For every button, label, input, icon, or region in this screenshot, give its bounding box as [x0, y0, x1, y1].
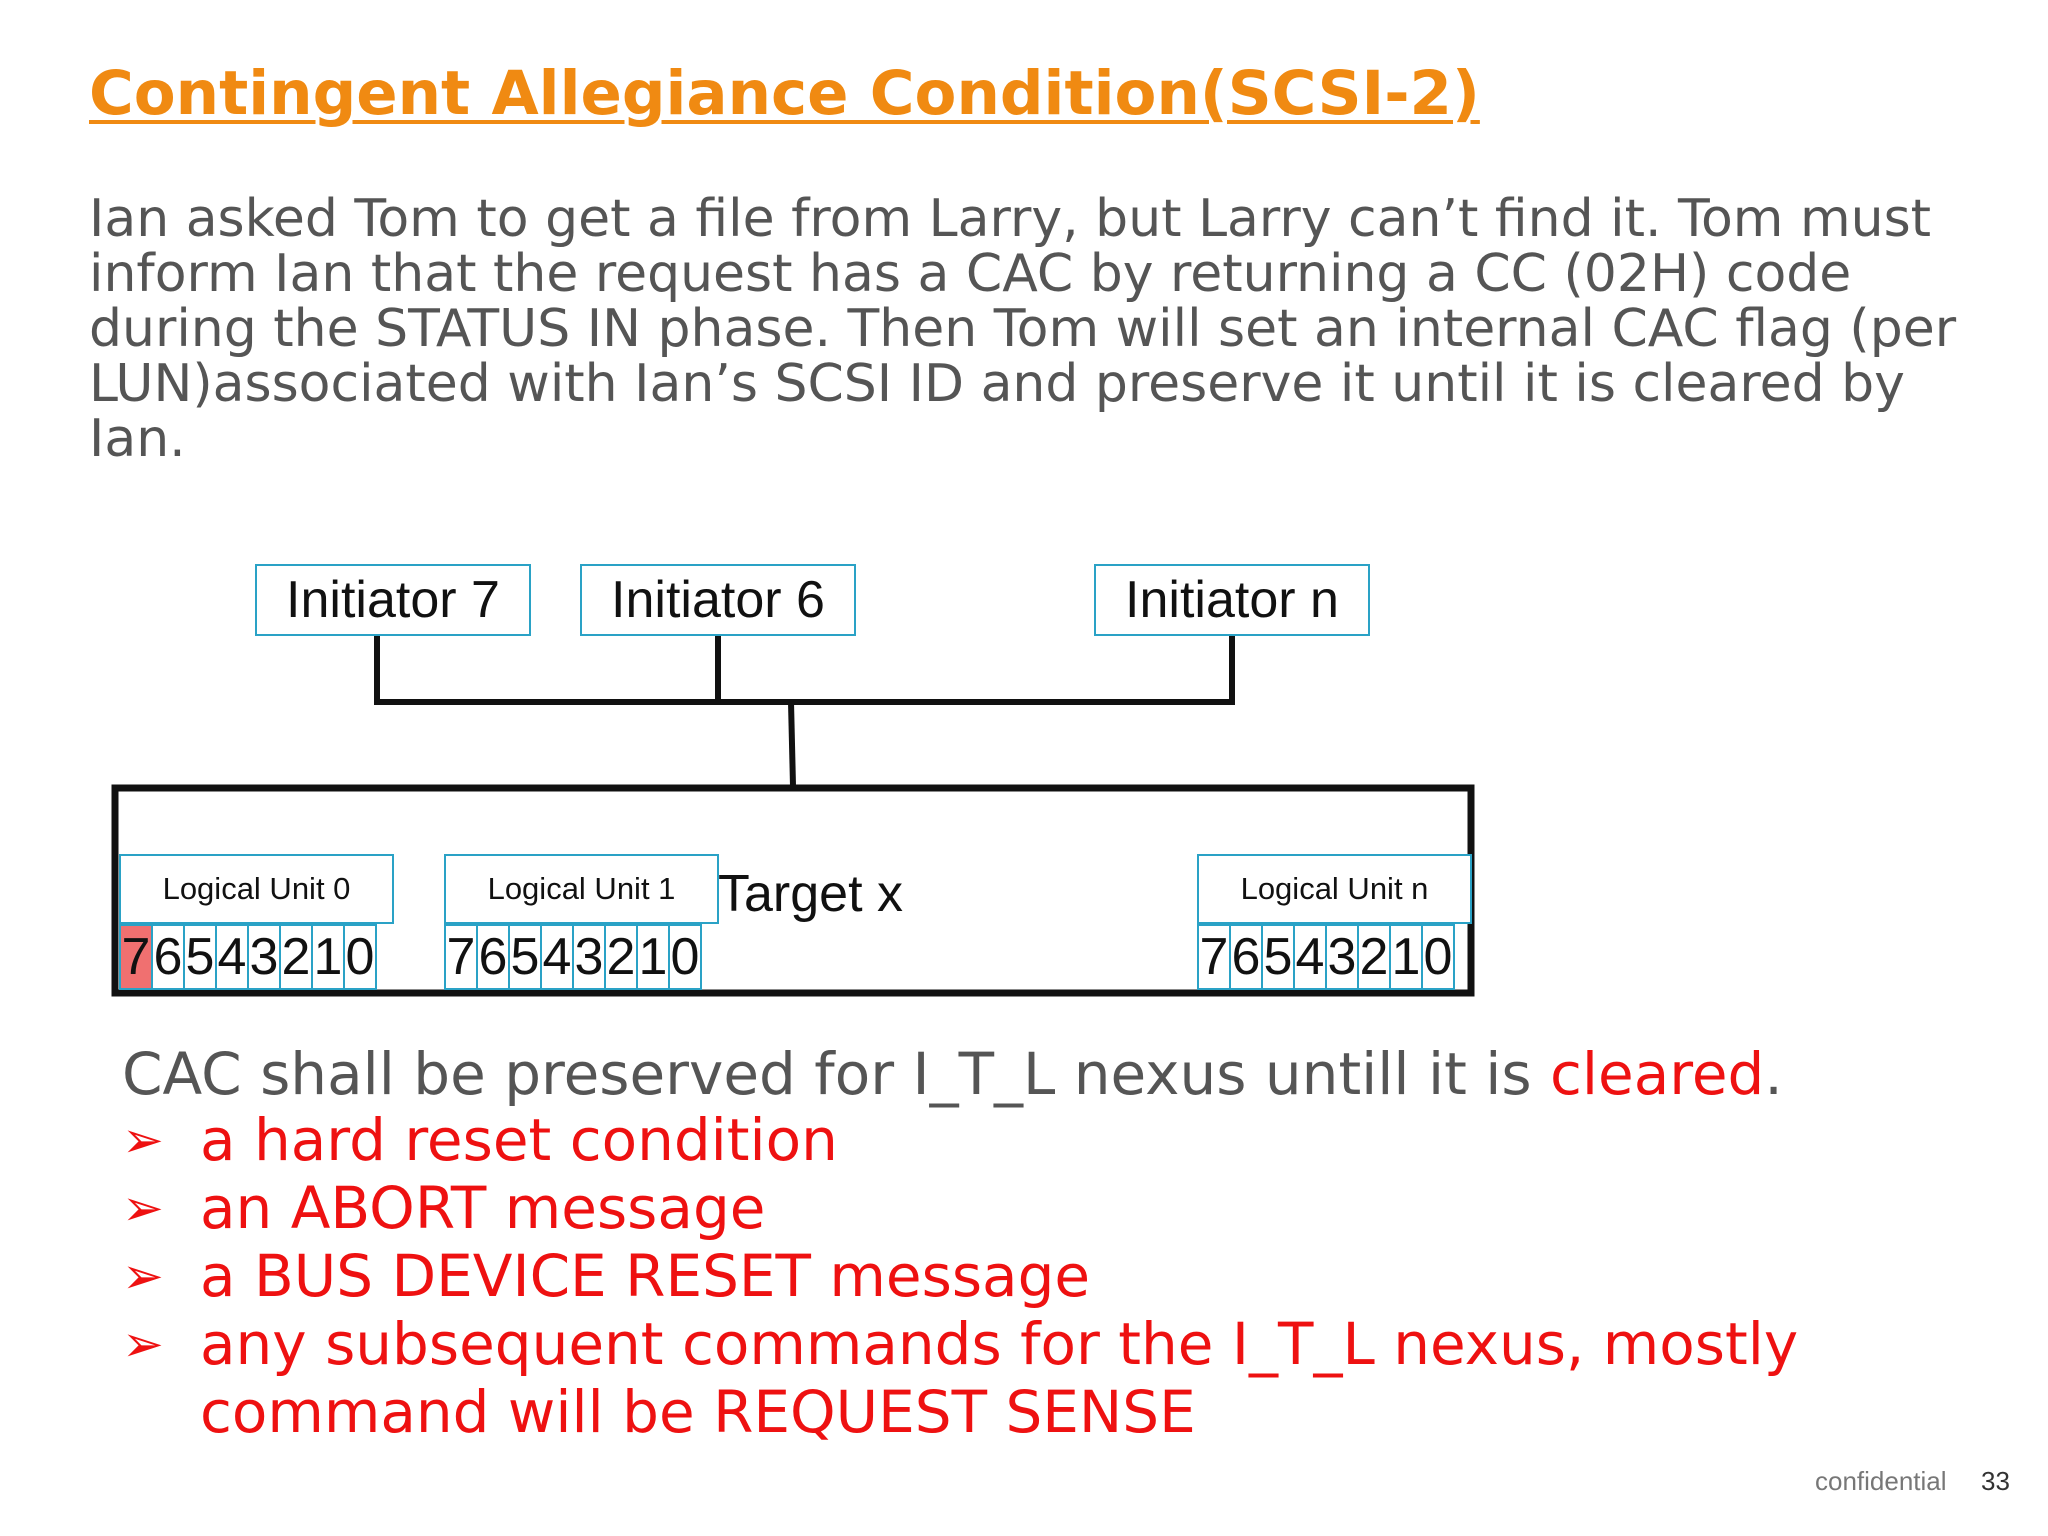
- list-item-text: command will be REQUEST SENSE: [200, 1378, 1196, 1446]
- arrow-bullet-icon: ➢: [122, 1111, 164, 1169]
- logical-unit-n-label: Logical Unit n: [1240, 871, 1429, 906]
- initiator-n-label: Initiator n: [1125, 571, 1339, 629]
- list-item: ➢ a BUS DEVICE RESET message: [122, 1242, 1798, 1310]
- cac-flag-bit: 6: [151, 924, 185, 990]
- initiator-7-label: Initiator 7: [286, 571, 500, 629]
- logical-unit-n-cac-flags: 7 6 5 4 3 2 1 0: [1197, 924, 1455, 990]
- arrow-bullet-icon: ➢: [122, 1179, 164, 1237]
- cac-flag-bit: 2: [604, 924, 638, 990]
- cac-flag-bit: 6: [1229, 924, 1263, 990]
- cac-statement-text: CAC shall be preserved for I_T_L nexus u…: [122, 1040, 1551, 1108]
- cac-flag-bit: 5: [1261, 924, 1295, 990]
- cac-flag-bit: 5: [183, 924, 217, 990]
- cac-flag-bit: 3: [247, 924, 281, 990]
- cac-flag-bit: 1: [636, 924, 670, 990]
- cac-flag-bit: 7: [1197, 924, 1231, 990]
- paragraph-line: LUN)associated with Ian’s SCSI ID and pr…: [89, 354, 1905, 414]
- logical-unit-0-cac-flags: 7 6 5 4 3 2 1 0: [119, 924, 377, 990]
- list-item: ➢ any subsequent commands for the I_T_L …: [122, 1310, 1798, 1378]
- cac-flag-bit: 6: [476, 924, 510, 990]
- cac-flag-bit: 0: [1421, 924, 1455, 990]
- logical-unit-1-label: Logical Unit 1: [487, 871, 676, 906]
- logical-unit-1-cac-flags: 7 6 5 4 3 2 1 0: [444, 924, 702, 990]
- initiator-6-box: Initiator 6: [580, 564, 856, 636]
- cac-flag-bit: 3: [1325, 924, 1359, 990]
- cac-flag-bit: 4: [540, 924, 574, 990]
- cac-flag-bit: 2: [1357, 924, 1391, 990]
- paragraph-line: Ian asked Tom to get a file from Larry, …: [89, 189, 1932, 249]
- initiator-7-box: Initiator 7: [255, 564, 531, 636]
- page-number: 33: [1981, 1466, 2010, 1496]
- list-item: ➢ an ABORT message: [122, 1174, 1798, 1242]
- logical-unit-0-label: Logical Unit 0: [162, 871, 351, 906]
- target-label: Target x: [718, 865, 903, 923]
- list-item-text: any subsequent commands for the I_T_L ne…: [200, 1310, 1799, 1378]
- cac-flag-bit: 7: [444, 924, 478, 990]
- cac-flag-bit: 4: [1293, 924, 1327, 990]
- intro-paragraph: Ian asked Tom to get a file from Larry, …: [89, 192, 1969, 467]
- cac-flag-bit: 5: [508, 924, 542, 990]
- initiator-n-box: Initiator n: [1094, 564, 1370, 636]
- cac-statement: CAC shall be preserved for I_T_L nexus u…: [122, 1040, 1783, 1108]
- cac-cleared-highlight: cleared: [1550, 1040, 1765, 1108]
- confidential-label: confidential: [1815, 1466, 1947, 1496]
- cac-flag-bit: 1: [1389, 924, 1423, 990]
- arrow-bullet-icon: ➢: [122, 1315, 164, 1373]
- paragraph-line: inform Ian that the request has a CAC by…: [89, 244, 1852, 304]
- cac-flag-bit: 3: [572, 924, 606, 990]
- cac-statement-period: .: [1764, 1040, 1783, 1108]
- logical-unit-n-box: Logical Unit n: [1197, 854, 1472, 924]
- list-item-text: a BUS DEVICE RESET message: [200, 1242, 1091, 1310]
- clear-conditions-list: ➢ a hard reset condition ➢ an ABORT mess…: [122, 1106, 1798, 1446]
- list-item: ➢ a hard reset condition: [122, 1106, 1798, 1174]
- paragraph-line: Ian.: [89, 409, 186, 469]
- logical-unit-0-box: Logical Unit 0: [119, 854, 394, 924]
- cac-flag-bit: 4: [215, 924, 249, 990]
- cac-flag-bit-set: 7: [119, 924, 153, 990]
- logical-unit-1-box: Logical Unit 1: [444, 854, 719, 924]
- arrow-bullet-icon: ➢: [122, 1247, 164, 1305]
- paragraph-line: during the STATUS IN phase. Then Tom wil…: [89, 299, 1957, 359]
- cac-flag-bit: 0: [343, 924, 377, 990]
- list-item-continuation: command will be REQUEST SENSE: [122, 1378, 1798, 1446]
- initiator-6-label: Initiator 6: [611, 571, 825, 629]
- target-connector-line: [788, 701, 796, 787]
- slide-title: Contingent Allegiance Condition(SCSI-2): [89, 58, 1480, 129]
- cac-flag-bit: 0: [668, 924, 702, 990]
- cac-flag-bit: 1: [311, 924, 345, 990]
- list-item-text: a hard reset condition: [200, 1106, 838, 1174]
- cac-flag-bit: 2: [279, 924, 313, 990]
- list-item-text: an ABORT message: [200, 1174, 766, 1242]
